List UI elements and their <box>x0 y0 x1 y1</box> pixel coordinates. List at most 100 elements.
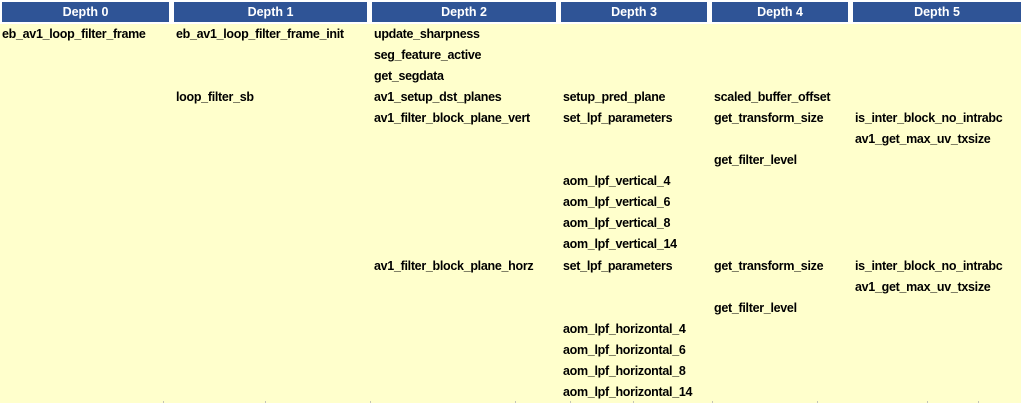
function-name-cell <box>174 234 372 255</box>
function-name-cell: eb_av1_loop_filter_frame_init <box>176 27 344 41</box>
function-name-cell <box>853 382 1021 403</box>
function-name-cell <box>712 340 853 361</box>
function-name-cell <box>0 382 174 403</box>
function-name-cell <box>174 319 372 340</box>
function-name-cell: set_lpf_parameters <box>563 258 673 273</box>
gridline-tick <box>633 401 634 403</box>
function-name-cell <box>853 319 1021 340</box>
function-name-cell <box>712 45 853 66</box>
function-name-cell: aom_lpf_vertical_14 <box>563 237 677 252</box>
function-name-cell: aom_lpf_vertical_4 <box>563 174 671 189</box>
function-name-cell <box>372 192 561 213</box>
function-name-cell <box>0 129 174 150</box>
function-name-cell <box>712 213 853 234</box>
function-name-cell: is_inter_block_no_intrabc <box>855 258 1003 273</box>
function-name-cell: av1_filter_block_plane_vert <box>374 111 530 126</box>
function-name-cell <box>561 129 712 150</box>
function-name-cell <box>0 108 174 129</box>
function-name-cell <box>372 298 561 319</box>
function-name-cell <box>0 192 174 213</box>
function-name-cell <box>0 340 174 361</box>
function-name-cell <box>372 234 561 255</box>
function-name-cell <box>0 87 174 108</box>
function-name-cell <box>174 192 372 213</box>
function-name-cell <box>0 150 174 171</box>
function-name-cell: update_sharpness <box>374 27 480 41</box>
function-name-cell <box>174 150 372 171</box>
function-name-cell <box>853 171 1021 192</box>
function-name-cell <box>174 66 372 87</box>
function-name-cell: loop_filter_sb <box>176 90 254 105</box>
gridline-tick <box>927 401 928 403</box>
gridline-tick <box>978 401 979 403</box>
function-name-cell <box>372 129 561 150</box>
header-depth-5: Depth 5 <box>853 2 1021 22</box>
function-name-cell <box>853 213 1021 234</box>
function-name-cell <box>174 340 372 361</box>
function-name-cell: av1_get_max_uv_txsize <box>855 279 991 294</box>
function-name-cell <box>174 129 372 150</box>
function-name-cell: aom_lpf_horizontal_4 <box>563 321 686 336</box>
function-name-cell <box>853 87 1021 108</box>
function-name-cell: seg_feature_active <box>374 48 482 63</box>
function-name-cell <box>0 45 174 66</box>
function-name-cell: is_inter_block_no_intrabc <box>855 111 1003 126</box>
table-header-row: Depth 0 Depth 1 Depth 2 Depth 3 Depth 4 … <box>0 2 1021 22</box>
function-name-cell: av1_setup_dst_planes <box>374 90 502 105</box>
function-name-cell <box>174 213 372 234</box>
function-name-cell: get_filter_level <box>714 300 797 315</box>
function-name-cell <box>853 234 1021 255</box>
function-name-cell: get_transform_size <box>714 258 824 273</box>
function-name-cell <box>712 129 853 150</box>
function-name-cell <box>561 150 712 171</box>
header-depth-4: Depth 4 <box>712 2 848 22</box>
function-name-cell <box>561 277 712 298</box>
function-name-cell <box>561 298 712 319</box>
function-name-cell <box>174 361 372 382</box>
function-name-cell <box>853 150 1021 171</box>
function-name-cell <box>0 277 174 298</box>
function-name-cell <box>561 45 712 66</box>
function-name-cell <box>712 192 853 213</box>
function-name-cell <box>174 256 372 277</box>
function-name-cell <box>853 298 1021 319</box>
header-depth-0: Depth 0 <box>2 2 169 22</box>
function-name-cell <box>0 298 174 319</box>
function-name-cell <box>174 382 372 403</box>
function-name-cell <box>372 382 561 403</box>
function-name-cell: setup_pred_plane <box>563 90 666 105</box>
function-name-cell <box>372 319 561 340</box>
function-name-cell <box>712 382 853 403</box>
function-name-cell: aom_lpf_horizontal_14 <box>563 384 693 399</box>
function-name-cell <box>174 171 372 192</box>
function-name-cell <box>0 171 174 192</box>
function-name-cell <box>712 234 853 255</box>
header-depth-3: Depth 3 <box>561 2 707 22</box>
function-name-cell <box>372 150 561 171</box>
function-name-cell <box>372 213 561 234</box>
function-name-cell: set_lpf_parameters <box>563 111 673 126</box>
function-name-cell <box>174 108 372 129</box>
function-name-cell <box>712 24 853 45</box>
function-name-cell <box>712 319 853 340</box>
gridline-tick <box>163 401 164 403</box>
function-name-cell <box>0 319 174 340</box>
gridline-tick <box>570 401 571 403</box>
header-depth-1: Depth 1 <box>174 2 367 22</box>
function-name-cell: get_transform_size <box>714 111 824 126</box>
function-name-cell: get_segdata <box>374 69 444 84</box>
function-name-cell: aom_lpf_horizontal_8 <box>563 363 686 378</box>
function-name-cell <box>853 340 1021 361</box>
gridline-tick <box>370 401 371 403</box>
function-name-cell <box>0 234 174 255</box>
function-name-cell <box>0 213 174 234</box>
function-name-cell <box>712 277 853 298</box>
function-name-cell <box>372 340 561 361</box>
function-name-cell <box>174 45 372 66</box>
function-name-cell <box>712 361 853 382</box>
gridline-tick <box>817 401 818 403</box>
function-name-cell: av1_get_max_uv_txsize <box>855 132 991 147</box>
function-name-cell: aom_lpf_vertical_6 <box>563 195 671 210</box>
function-name-cell <box>853 45 1021 66</box>
